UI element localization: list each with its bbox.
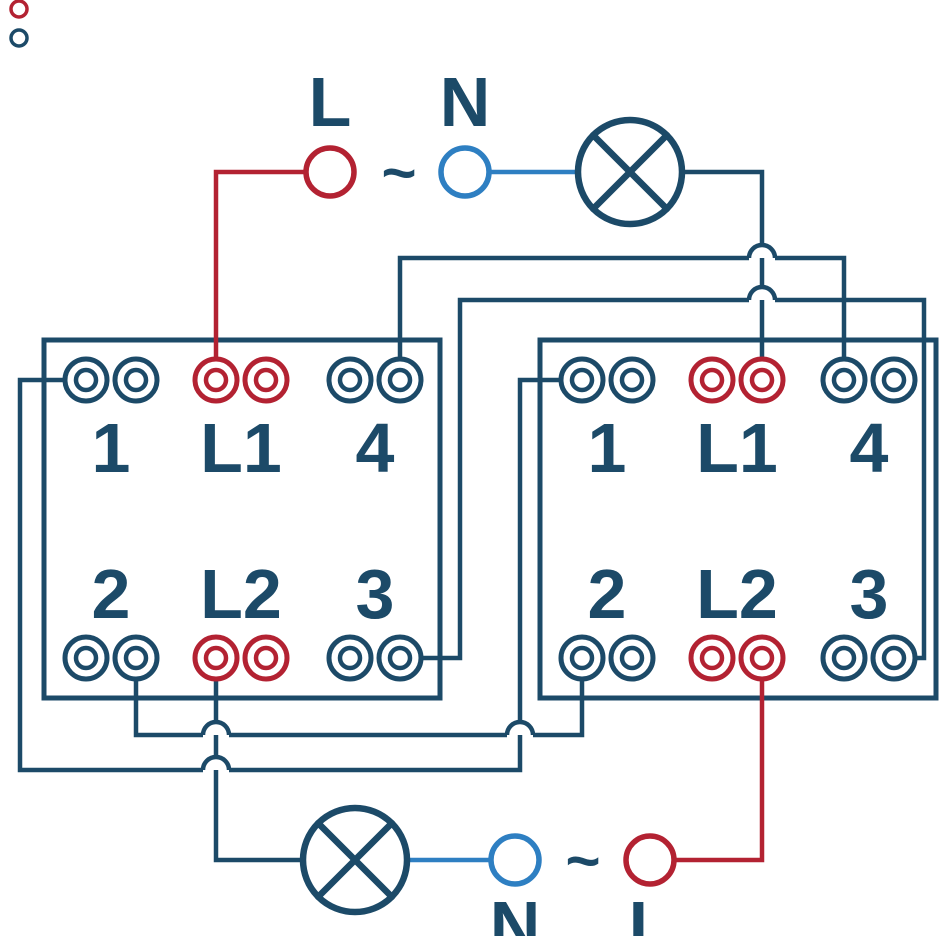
right-label-l2: L2	[696, 555, 778, 633]
right-label-l1: L1	[696, 409, 778, 487]
terminal-right-4-b	[873, 359, 915, 401]
wire-hop	[504, 719, 536, 736]
strap-2-2-a	[133, 658, 203, 738]
terminal-left-3-a	[329, 637, 371, 679]
wire-hop	[746, 284, 778, 301]
strap-1-1-a	[17, 377, 203, 773]
live-terminal-bottom	[626, 836, 674, 884]
terminal-right-l2-b	[741, 637, 783, 679]
neutral-terminal-bottom	[491, 836, 539, 884]
left-label-l1: L1	[200, 409, 282, 487]
bottom-live-label: L	[629, 887, 672, 936]
strap-3-3-a	[400, 297, 749, 661]
bottom-neutral-label: N	[490, 887, 541, 936]
top-live-label: L	[309, 63, 352, 141]
top-tilde: ~	[381, 139, 416, 206]
terminal-right-1-a	[561, 359, 603, 401]
right-label-3: 3	[850, 555, 889, 633]
terminal-right-3-a	[823, 637, 865, 679]
left-label-l2: L2	[200, 555, 282, 633]
wire-hop	[200, 754, 232, 771]
live-terminal-top	[306, 148, 354, 196]
terminal-right-2-a	[561, 637, 603, 679]
terminal-right-4-a	[823, 359, 865, 401]
left-label-2: 2	[92, 555, 131, 633]
strap-4-4-b	[775, 255, 847, 380]
strap-1-1-b	[229, 377, 582, 773]
strap-2-2-c	[533, 658, 585, 738]
left-label-3: 3	[356, 555, 395, 633]
lamp-icon-top	[578, 120, 682, 224]
crop-artifact-top	[9, 0, 29, 19]
left-label-1: 1	[92, 409, 131, 487]
terminal-right-l1-b	[741, 359, 783, 401]
top-neutral-label: N	[440, 63, 491, 141]
right-label-1: 1	[588, 409, 627, 487]
terminal-left-l2-b	[245, 637, 287, 679]
terminal-left-2-b	[115, 637, 157, 679]
terminal-right-2-b	[611, 637, 653, 679]
terminal-right-3-b	[873, 637, 915, 679]
wire-hop	[200, 719, 232, 736]
terminal-left-2-a	[65, 637, 107, 679]
terminal-left-l2-a	[195, 637, 237, 679]
wire-live-bottom	[650, 658, 765, 863]
strap-4-4-a	[397, 255, 749, 380]
wire-hop	[746, 242, 778, 259]
terminal-left-l1-b	[245, 359, 287, 401]
lamp-icon-bottom	[303, 808, 407, 912]
terminal-left-1-b	[115, 359, 157, 401]
wire-live-top	[213, 169, 330, 380]
left-label-4: 4	[356, 409, 395, 487]
neutral-terminal-top	[441, 148, 489, 196]
terminal-right-l2-a	[691, 637, 733, 679]
switch-left-enclosure	[41, 337, 443, 701]
terminal-left-4-b	[379, 359, 421, 401]
terminal-left-l1-a	[195, 359, 237, 401]
terminal-left-4-a	[329, 359, 371, 401]
right-label-4: 4	[850, 409, 889, 487]
right-label-2: 2	[588, 555, 627, 633]
crop-artifact-bottom	[9, 28, 29, 48]
terminal-left-1-a	[65, 359, 107, 401]
switch-right-enclosure	[537, 337, 939, 701]
terminal-left-3-b	[379, 637, 421, 679]
terminal-right-l1-a	[691, 359, 733, 401]
bottom-tilde: ~	[565, 827, 600, 894]
terminal-right-1-b	[611, 359, 653, 401]
